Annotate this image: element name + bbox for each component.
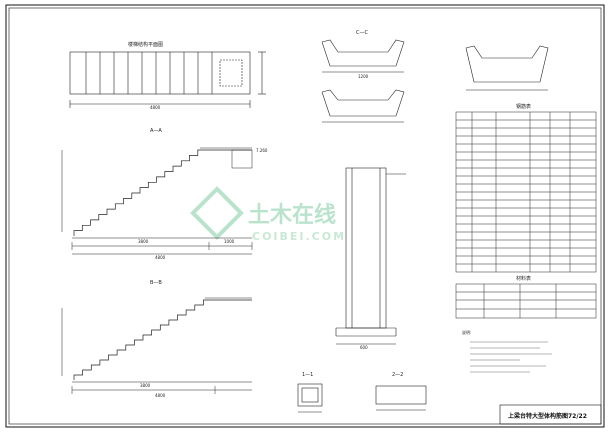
column-width-dim: 600 — [360, 345, 368, 350]
section-11-label: 1—1 — [302, 372, 313, 378]
section-aa — [61, 147, 253, 255]
section-aa-label: A—A — [150, 128, 162, 134]
section-11 — [297, 383, 323, 413]
plan-dim-total: 4800 — [150, 105, 161, 110]
section-bb-label: B—B — [150, 280, 162, 286]
title-block-text: 上梁台特大型体构筋图72/22 — [508, 412, 587, 420]
stair-plan-view — [69, 51, 266, 108]
watermark-en: COIBEI.COM — [252, 230, 346, 243]
inner-frame — [8, 7, 602, 425]
table-title: 钢筋表 — [516, 103, 531, 110]
section-22 — [375, 385, 427, 411]
watermark: 土木在线 COIBEI.COM — [190, 186, 346, 243]
column-detail — [335, 167, 406, 345]
notes-title: 说明: — [462, 329, 471, 335]
cc-width-dim: 1200 — [358, 74, 369, 79]
watermark-cn: 土木在线 — [248, 202, 336, 228]
bb-run-dim: 3800 — [140, 383, 151, 388]
notes-lines — [470, 341, 552, 373]
section-bb — [61, 297, 252, 394]
table2-title: 材料表 — [516, 275, 531, 282]
aa-run-dim: 3800 — [138, 239, 149, 244]
outer-frame — [5, 4, 605, 428]
aa-right-dim: 1000 — [224, 239, 235, 244]
rebar-table — [455, 111, 597, 273]
aa-total-dim: 4800 — [155, 255, 166, 260]
plan-title: 楼梯结构平面图 — [128, 41, 163, 48]
title-block-frame — [499, 404, 602, 425]
bb-total-dim: 4800 — [155, 393, 166, 398]
section-22-label: 2—2 — [392, 372, 403, 378]
section-cc — [321, 39, 405, 123]
section-cc-label: C—C — [356, 30, 368, 36]
material-table — [455, 283, 597, 319]
aa-elev-top: 7.260 — [256, 148, 268, 153]
top-right-section — [465, 45, 549, 91]
